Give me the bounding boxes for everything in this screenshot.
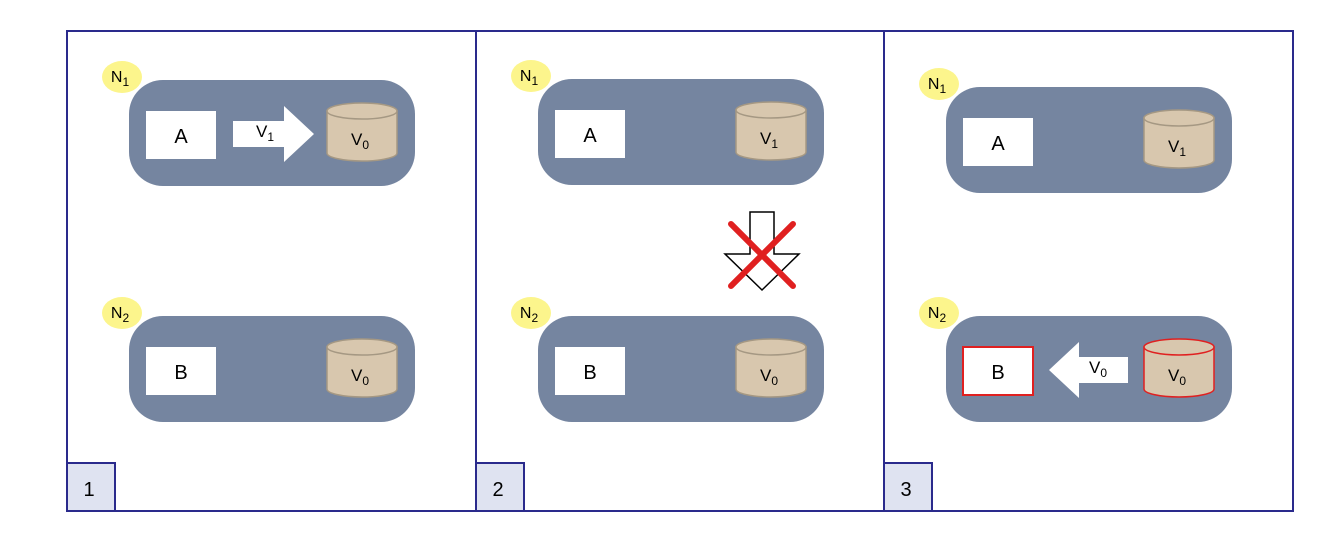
disk-label: V1	[760, 129, 778, 151]
disk-label: V1	[1168, 137, 1186, 159]
node-badge	[511, 297, 551, 329]
transfer-arrow-icon	[233, 106, 314, 162]
disk-top	[326, 102, 398, 120]
node: N2B V0	[511, 297, 824, 422]
step-badge	[883, 462, 933, 512]
node: N2B V0 V0	[919, 297, 1232, 422]
disk-icon	[326, 110, 398, 162]
process-label: A	[174, 126, 188, 148]
transfer-arrow-label: V1	[256, 122, 274, 144]
disk-icon	[735, 346, 807, 398]
process-box	[963, 118, 1033, 166]
process-label: A	[583, 125, 597, 147]
cross-icon	[728, 221, 796, 289]
process-label: B	[991, 362, 1004, 384]
step-badge	[66, 462, 116, 512]
step-number: 1	[83, 479, 94, 501]
node: N1A V0 V1	[102, 61, 415, 186]
process-box	[555, 110, 625, 158]
process-box	[146, 111, 216, 159]
node: N2B V0	[102, 297, 415, 422]
disk-icon	[326, 346, 398, 398]
disk-icon	[1143, 117, 1215, 169]
node: N1A V1	[511, 60, 824, 185]
step-number: 3	[900, 479, 911, 501]
disk-top	[735, 338, 807, 356]
node-badge-label: N1	[111, 69, 130, 89]
disk-label: V0	[760, 366, 778, 388]
panel-frame	[883, 30, 1294, 512]
process-box	[962, 346, 1034, 396]
node-badge-label: N2	[520, 305, 539, 325]
node-badge	[511, 60, 551, 92]
disk-label: V0	[1168, 366, 1186, 388]
node-badge-label: N2	[928, 305, 947, 325]
node-badge	[919, 297, 959, 329]
transfer-arrow-label: V0	[1089, 358, 1107, 380]
disk-top	[1143, 109, 1215, 127]
process-label: B	[174, 362, 187, 384]
blocked-transfer	[723, 211, 801, 292]
process-box	[555, 347, 625, 395]
step-badge	[475, 462, 525, 512]
node-badge-label: N1	[520, 68, 539, 88]
node: N1A V1	[919, 68, 1232, 193]
node-badge	[102, 61, 142, 93]
disk-icon	[1143, 346, 1215, 398]
transfer-arrow-icon	[1049, 342, 1128, 398]
disk-top	[735, 101, 807, 119]
process-label: B	[583, 362, 596, 384]
node-badge	[919, 68, 959, 100]
node-badge-label: N1	[928, 76, 947, 96]
process-box	[146, 347, 216, 395]
node-badge-label: N2	[111, 305, 130, 325]
disk-icon	[735, 109, 807, 161]
step-number: 2	[492, 479, 503, 501]
process-label: A	[991, 133, 1005, 155]
disk-top	[1143, 338, 1215, 356]
disk-top	[326, 338, 398, 356]
node-badge	[102, 297, 142, 329]
disk-label: V0	[351, 130, 369, 152]
disk-label: V0	[351, 366, 369, 388]
